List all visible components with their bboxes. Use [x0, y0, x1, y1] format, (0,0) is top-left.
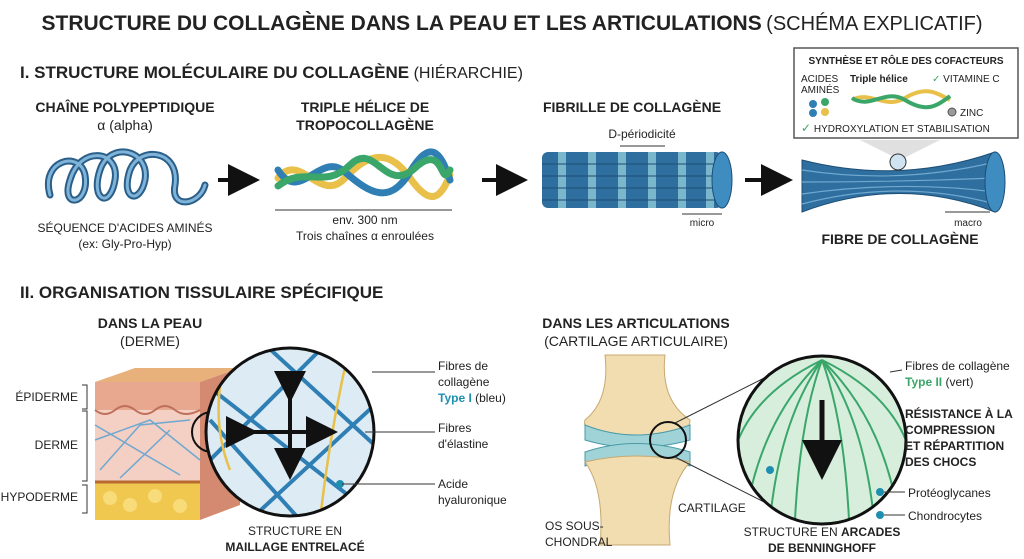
- triple-helix: [274, 148, 454, 200]
- label-type-2: Type II (vert): [905, 375, 973, 389]
- hydroxylation-label: ✓ HYDROXYLATION ET STABILISATION: [801, 121, 990, 135]
- resistance-text: DES CHOCS: [905, 455, 976, 469]
- joint-caption: STRUCTURE EN ARCADES: [744, 525, 901, 539]
- page-title: STRUCTURE DU COLLAGÈNE DANS LA PEAU ET L…: [41, 12, 982, 35]
- skin-caption: STRUCTURE EN: [248, 524, 342, 538]
- amino-label-2: AMINÉS: [801, 83, 840, 96]
- label-elastin: Fibres: [438, 421, 471, 435]
- collagen-fibril: [542, 151, 733, 209]
- section1-heading: I. STRUCTURE MOLÉCULAIRE DU COLLAGÈNE (H…: [20, 63, 523, 82]
- skin-caption-bold: MAILLAGE ENTRELACÉ: [225, 539, 364, 554]
- cofactor-box: SYNTHÈSE ET RÔLE DES COFACTEURS ACIDES A…: [793, 47, 1019, 139]
- joint-illustration: [584, 354, 791, 546]
- chain-example: (ex: Gly-Pro-Hyp): [78, 237, 171, 251]
- label-collagen-fibres: Fibres de: [438, 359, 488, 373]
- label-type-1: Type I (bleu): [438, 391, 506, 405]
- label-hyaluronic-2: hyaluronique: [438, 493, 507, 507]
- helix-title: TRIPLE HÉLICE DE: [301, 99, 429, 115]
- label-elastin-2: d'élastine: [438, 437, 489, 451]
- vitamin-c-label: ✓ VITAMINE C: [932, 74, 1000, 85]
- joint-caption-bold: DE BENNINGHOFF: [768, 541, 876, 555]
- layer-epidermis: ÉPIDERME: [15, 389, 78, 404]
- layer-dermis: DERME: [35, 438, 78, 452]
- joint-subtitle: (CARTILAGE ARTICULAIRE): [544, 333, 728, 349]
- zinc-label: ZINC: [960, 108, 983, 119]
- label-proteoglycans: Protéoglycanes: [908, 486, 991, 500]
- chain-caption: SÉQUENCE D'ACIDES AMINÉS: [38, 220, 213, 235]
- label-cartilage: CARTILAGE: [678, 501, 746, 515]
- collagen-fiber: [801, 151, 1006, 213]
- layer-hypodermis: HYPODERME: [1, 490, 78, 504]
- skin-title: DANS LA PEAU: [98, 315, 203, 331]
- label-subchondral-bone-2: CHONDRAL: [545, 535, 613, 549]
- chain-title: CHAÎNE POLYPEPTIDIQUE: [35, 98, 214, 115]
- cofactor-title: SYNTHÈSE ET RÔLE DES COFACTEURS: [808, 54, 1003, 67]
- helix-caption: Trois chaînes α enroulées: [296, 229, 434, 243]
- d-period-label: D-périodicité: [608, 127, 676, 141]
- helix-length: env. 300 nm: [332, 213, 397, 227]
- amino-label: ACIDES: [801, 74, 839, 85]
- resistance-text: COMPRESSION: [905, 423, 995, 437]
- macro-scale: macro: [954, 218, 982, 229]
- helix-title-2: TROPOCOLLAGÈNE: [296, 117, 434, 133]
- label-chondrocytes: Chondrocytes: [908, 509, 982, 523]
- resistance-text: ET RÉPARTITION: [905, 438, 1004, 453]
- label-collagen-fibres-2: collagène: [438, 375, 490, 389]
- cofactor-helix-label: Triple hélice: [850, 74, 908, 85]
- label-subchondral-bone: OS SOUS-: [545, 519, 604, 533]
- chain-subtitle: α (alpha): [97, 117, 153, 133]
- skin-subtitle: (DERME): [120, 333, 180, 349]
- label-hyaluronic: Acide: [438, 477, 468, 491]
- fiber-title: FIBRE DE COLLAGÈNE: [821, 231, 978, 247]
- section2-heading: II. ORGANISATION TISSULAIRE SPÉCIFIQUE: [20, 283, 383, 302]
- cartilage-zoom-circle: [736, 354, 908, 526]
- resistance-text: RÉSISTANCE À LA: [905, 406, 1013, 421]
- label-collagen-type2: Fibres de collagène: [905, 359, 1010, 373]
- fibril-title: FIBRILLE DE COLLAGÈNE: [543, 99, 721, 115]
- micro-scale: micro: [690, 218, 715, 229]
- joint-title: DANS LES ARTICULATIONS: [542, 315, 729, 331]
